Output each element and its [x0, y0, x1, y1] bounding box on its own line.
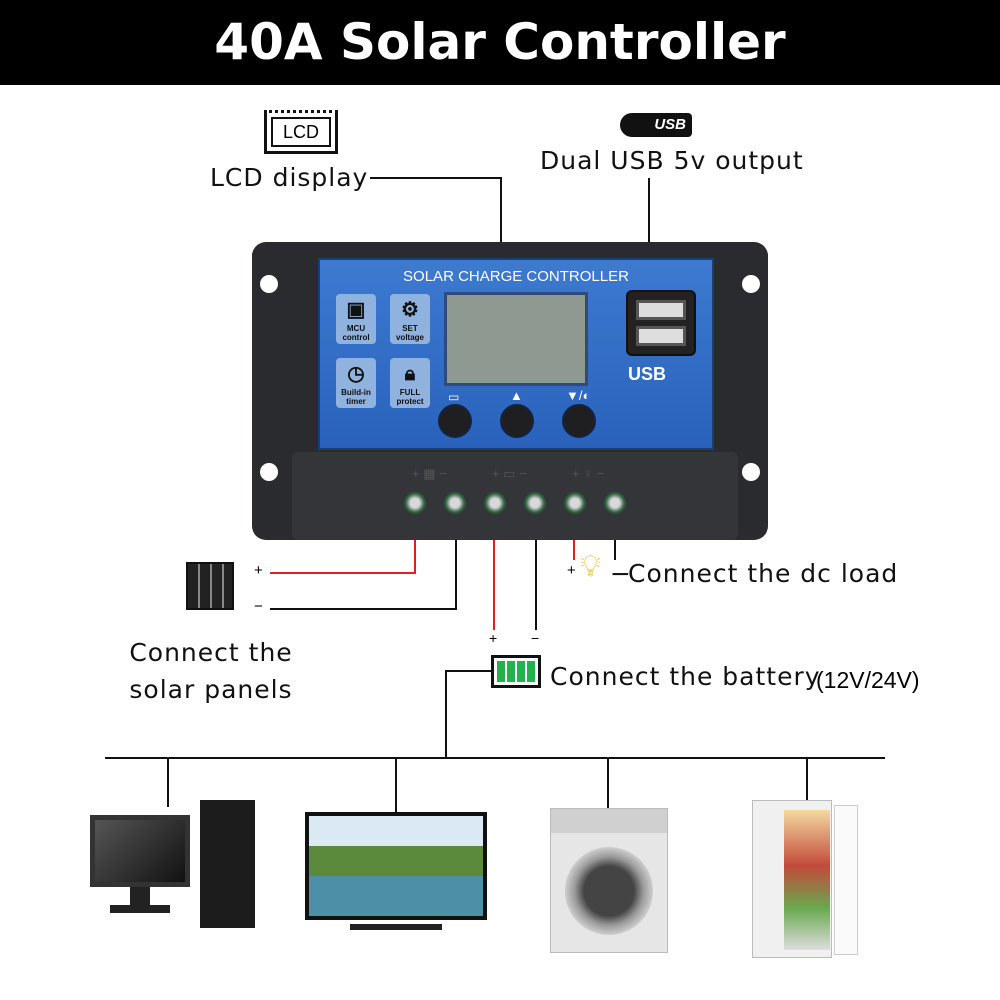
- menu-button[interactable]: [438, 404, 472, 438]
- chip-icon: ▣: [346, 299, 366, 321]
- battery-plus-sign: +: [489, 630, 498, 646]
- dc-load-label: Connect the dc load: [628, 559, 899, 588]
- gear-icon: ⚙: [401, 299, 419, 321]
- leader-line: [648, 178, 650, 244]
- usb-slot[interactable]: [636, 326, 686, 346]
- lcd-icon-text: LCD: [271, 117, 331, 147]
- menu-icon: ▭: [448, 390, 460, 404]
- drop-line: [806, 757, 808, 803]
- down-light-icon: ▼/◐: [566, 388, 591, 403]
- bus-line: [445, 670, 447, 758]
- usb-logo: USB: [628, 364, 667, 384]
- feature-line: Build-in: [341, 388, 371, 397]
- feature-line: FULL: [399, 388, 421, 397]
- leader-line: [500, 177, 502, 243]
- battery-icon: [491, 655, 541, 688]
- mount-hole: [260, 463, 278, 481]
- lock-icon: 🔒︎: [404, 363, 416, 385]
- drop-line: [607, 757, 609, 809]
- battery-minus-wire: [535, 540, 537, 630]
- drop-line: [395, 757, 397, 812]
- lcd-chip-icon: LCD: [264, 110, 338, 154]
- page-title: 40A Solar Controller: [0, 0, 1000, 85]
- lcd-screen: [444, 292, 588, 386]
- load-minus-wire: [614, 540, 616, 560]
- load-plus-sign: +: [567, 562, 576, 579]
- solar-plus-wire: [270, 572, 416, 574]
- solar-plus-terminal[interactable]: [404, 492, 426, 514]
- feature-line: protect: [396, 397, 424, 406]
- feature-line: SET: [402, 324, 418, 333]
- solar-label-line: Connect the: [129, 638, 293, 667]
- clock-icon: ◷: [347, 363, 365, 385]
- battery-minus-terminal[interactable]: [524, 492, 546, 514]
- mount-hole: [742, 463, 760, 481]
- battery-minus-sign: −: [531, 630, 540, 646]
- up-icon: ▲: [510, 388, 523, 403]
- solar-minus-wire: [455, 540, 457, 610]
- washing-machine-image: [550, 808, 668, 953]
- solar-terminal-icon: + ▦ −: [412, 466, 447, 481]
- lcd-display-label: LCD display: [210, 163, 369, 192]
- battery-plus-wire: [493, 540, 495, 630]
- load-plus-terminal[interactable]: [564, 492, 586, 514]
- feature-line: timer: [346, 397, 366, 406]
- load-minus-sign: −: [610, 559, 632, 588]
- tv-image: [305, 812, 487, 937]
- feature-line: control: [342, 333, 370, 342]
- battery-terminal-icon: + ▭ −: [492, 466, 527, 481]
- mount-hole: [260, 275, 278, 293]
- solar-minus-terminal[interactable]: [444, 492, 466, 514]
- battery-label: Connect the battery: [550, 662, 821, 691]
- solar-panel-icon: [186, 562, 234, 610]
- solar-plus-sign: +: [254, 562, 263, 579]
- battery-voltage-label: (12V/24V): [816, 667, 920, 693]
- load-plus-wire: [573, 540, 575, 560]
- drop-line: [167, 757, 169, 807]
- solar-plus-wire: [414, 540, 416, 574]
- computer-image: [90, 800, 260, 935]
- usb-slot[interactable]: [636, 300, 686, 320]
- feature-line: voltage: [395, 333, 424, 342]
- load-terminal-icon: + ♀ −: [572, 466, 605, 481]
- bus-line: [105, 757, 885, 759]
- down-button[interactable]: [562, 404, 596, 438]
- usb-plug-icon: USB: [620, 113, 692, 137]
- solar-panels-label: Connect the solar panels: [128, 634, 294, 708]
- leader-line: [370, 177, 502, 179]
- solar-minus-wire: [270, 608, 457, 610]
- load-minus-terminal[interactable]: [604, 492, 626, 514]
- panel-title: SOLAR CHARGE CONTROLLER: [403, 268, 629, 285]
- light-bulb-icon: 💡︎: [580, 550, 601, 583]
- solar-label-line: solar panels: [129, 675, 293, 704]
- battery-plus-terminal[interactable]: [484, 492, 506, 514]
- usb-output-label: Dual USB 5v output: [540, 146, 804, 175]
- bus-line: [445, 670, 491, 672]
- solar-minus-sign: −: [254, 598, 263, 615]
- mount-hole: [742, 275, 760, 293]
- refrigerator-image: [752, 800, 862, 960]
- terminal-block: + ▦ − + ▭ − + ♀ −: [292, 452, 738, 540]
- feature-line: MCU: [346, 324, 366, 333]
- up-button[interactable]: [500, 404, 534, 438]
- usb-ports[interactable]: [626, 290, 696, 356]
